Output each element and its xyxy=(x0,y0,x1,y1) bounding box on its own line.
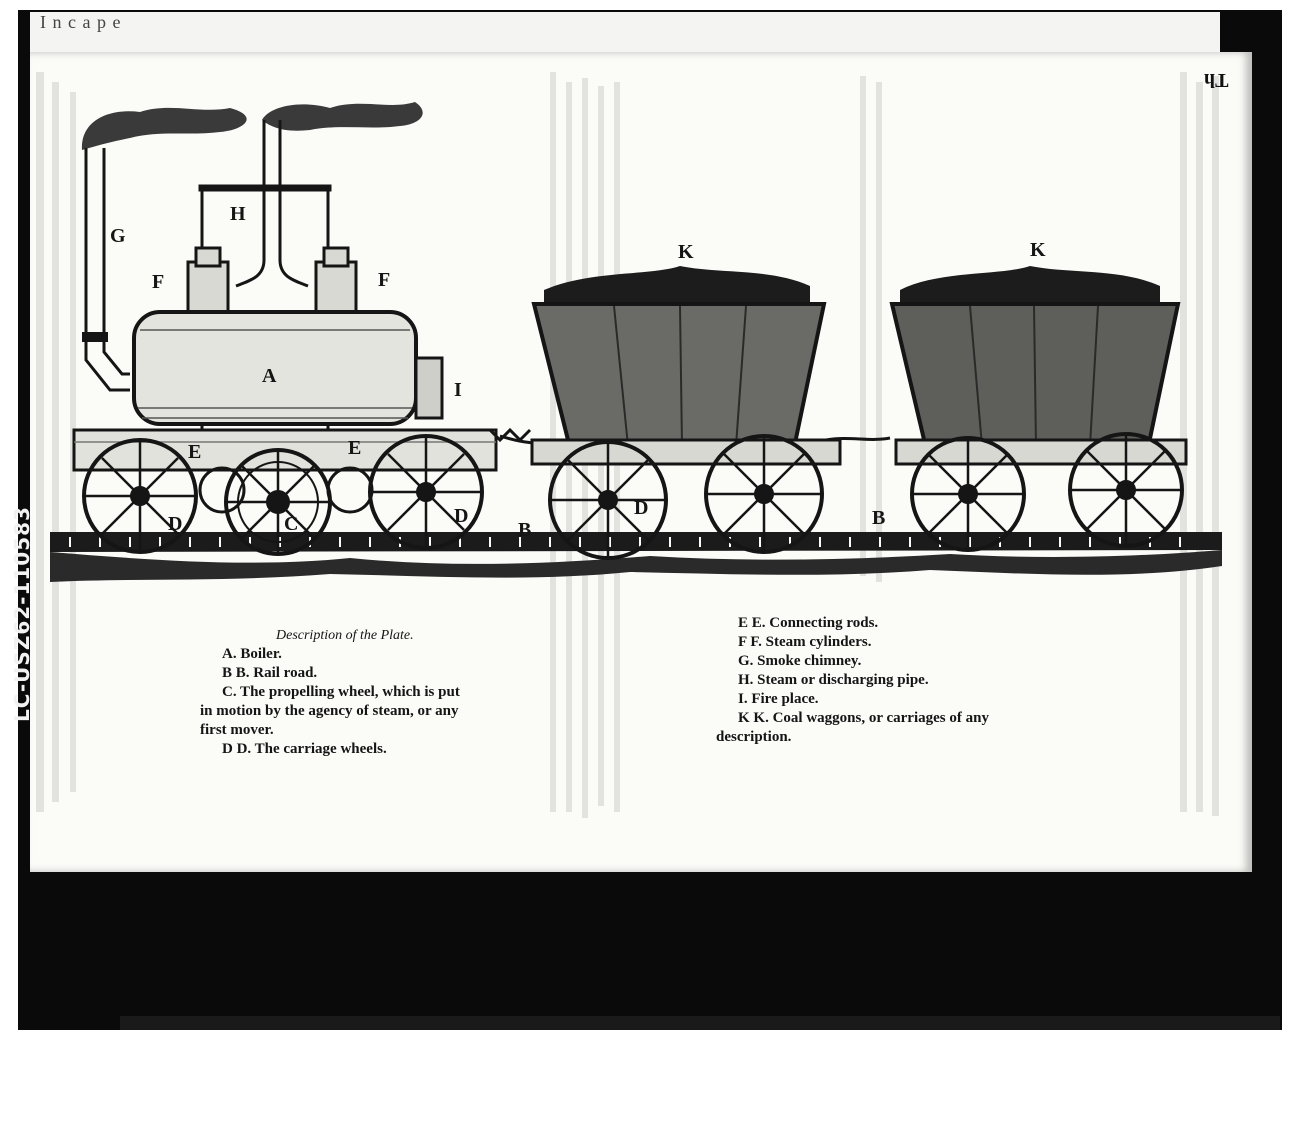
legend-heading: Description of the Plate. xyxy=(276,628,414,643)
legend-item-kk-cont: description. xyxy=(716,729,792,745)
label-g: G xyxy=(110,225,126,247)
label-d-rear: D xyxy=(454,505,468,527)
label-d-waggon: D xyxy=(634,497,648,519)
catalog-number: LC-USZ62-110583 xyxy=(10,506,34,722)
legend-item-bb: B B. Rail road. xyxy=(222,665,318,681)
legend-item-c-end: first mover. xyxy=(200,722,274,738)
legend-item-i: I. Fire place. xyxy=(738,691,819,707)
legend-item-c: C. The propelling wheel, which is put xyxy=(222,684,460,700)
label-i: I xyxy=(454,379,462,401)
label-b-right: B xyxy=(872,507,885,529)
legend-item-dd: D D. The carriage wheels. xyxy=(222,741,387,757)
legend-item-h: H. Steam or discharging pipe. xyxy=(738,672,929,688)
label-f-right: F xyxy=(378,269,390,291)
bottom-strip xyxy=(120,1016,1280,1030)
label-b-left: B xyxy=(518,519,531,541)
running-head: I n c a p e xyxy=(40,12,122,32)
legend-item-kk: K K. Coal waggons, or carriages of any xyxy=(738,710,989,726)
legend-left: Description of the Plate. A. Boiler. B B… xyxy=(200,626,560,759)
legend-right: E E. Connecting rods. F F. Steam cylinde… xyxy=(716,614,1096,747)
legend-item-c-cont: in motion by the agency of steam, or any xyxy=(200,703,459,719)
boiler xyxy=(132,310,444,426)
label-h: H xyxy=(230,203,246,225)
smoke xyxy=(81,102,423,150)
locomotive-engraving: G H F F A I E E D C D D B B K K xyxy=(50,102,1222,582)
legend-item-g: G. Smoke chimney. xyxy=(738,653,862,669)
locomotive-wheels xyxy=(82,434,484,556)
coal-waggon-1 xyxy=(530,266,842,560)
facing-page-strip: I n c a p e xyxy=(30,12,1220,54)
label-e-left: E xyxy=(188,441,201,463)
label-k-left: K xyxy=(678,241,694,263)
label-a: A xyxy=(262,365,277,387)
label-d-front: D xyxy=(168,513,182,535)
legend-item-ee: E E. Connecting rods. xyxy=(738,615,879,631)
page-folio: Th xyxy=(1204,69,1229,91)
label-c: C xyxy=(284,513,298,535)
label-e-right: E xyxy=(348,437,361,459)
rail-road xyxy=(50,532,1222,582)
smoke-chimney xyxy=(84,148,130,392)
legend-item-ff: F F. Steam cylinders. xyxy=(738,634,872,650)
steam-cylinders xyxy=(186,246,358,316)
coal-waggon-2 xyxy=(889,266,1188,552)
label-f-left: F xyxy=(152,271,164,293)
legend-item-a: A. Boiler. xyxy=(222,646,282,662)
label-k-right: K xyxy=(1030,239,1046,261)
